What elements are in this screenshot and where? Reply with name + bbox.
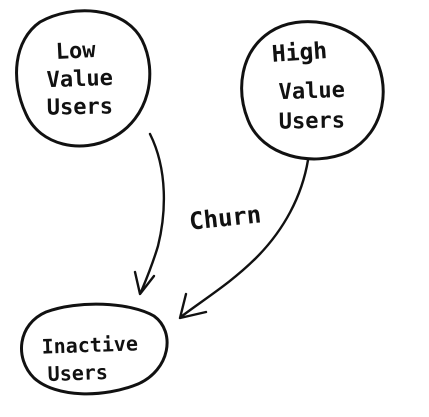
edge-low-to-inactive-label: Churn	[188, 200, 263, 235]
node-inactive-label-line1: Inactive	[41, 331, 138, 358]
node-high-value-label-line2: Value	[278, 78, 345, 105]
node-low-value-label-line3: Users	[47, 94, 114, 120]
node-low-value-label-line2: Value	[46, 66, 113, 93]
node-low-value-label-line1: Low	[55, 38, 97, 65]
edge-low-to-inactive-line	[139, 132, 166, 294]
node-low-value-outline	[15, 9, 152, 148]
node-low-value-users: Low Value Users	[15, 9, 152, 148]
node-high-value-users: High Value Users	[240, 20, 385, 161]
node-high-value-outline	[240, 20, 385, 161]
edge-high-to-inactive	[178, 158, 310, 320]
edge-high-to-inactive-arrowhead	[178, 292, 208, 320]
edge-high-to-inactive-line	[180, 158, 310, 318]
node-inactive-users: Inactive Users	[20, 302, 169, 396]
node-inactive-outline	[20, 302, 169, 396]
node-inactive-label-line2: Users	[47, 360, 108, 386]
node-high-value-label-line1: High	[271, 38, 328, 68]
node-high-value-label-line3: Users	[279, 108, 346, 134]
edge-low-to-inactive-arrowhead	[133, 270, 156, 296]
